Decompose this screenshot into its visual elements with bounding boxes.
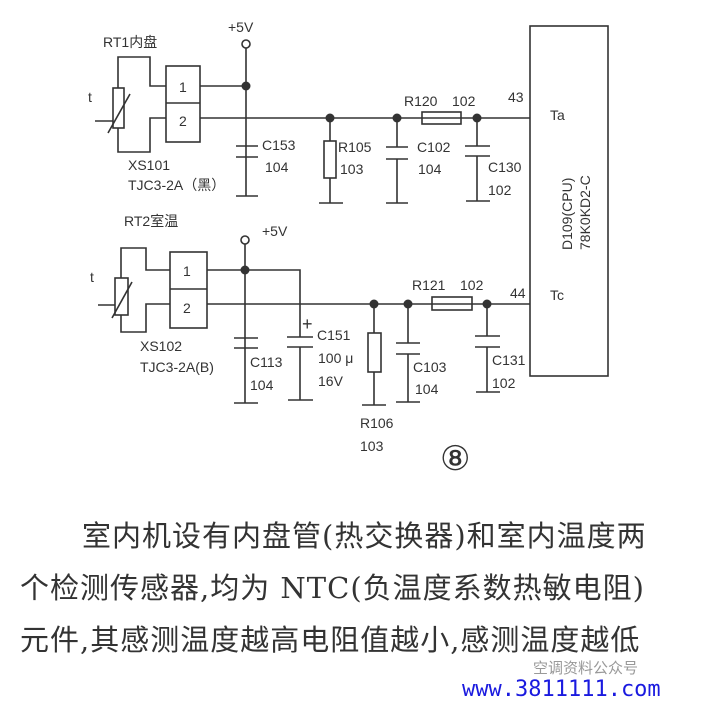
rt2-temp-symbol: t — [90, 269, 94, 285]
c151-voltage: 16V — [318, 373, 344, 389]
pin1: 1 — [183, 263, 191, 279]
rt1-temp-symbol: t — [88, 89, 92, 105]
pin-tc: Tc — [550, 287, 564, 303]
rt2-label: RT2室温 — [124, 213, 178, 229]
supply-label: +5V — [262, 223, 288, 239]
c102-value: 104 — [418, 161, 442, 177]
c103-name: C103 — [413, 359, 447, 375]
thermistor-rt1 — [112, 87, 125, 129]
connector-name: XS102 — [140, 338, 182, 354]
connector-name: XS101 — [128, 157, 170, 173]
pin1: 1 — [179, 79, 187, 95]
c153-value: 104 — [265, 159, 289, 175]
circuit-rt1: RT1内盘 t 1 2 XS101 TJC3-2A（黑） +5V C153 10… — [88, 19, 565, 204]
watermark-url: www.3811111.com — [462, 677, 661, 702]
r121-value: 102 — [460, 277, 484, 293]
r121-name: R121 — [412, 277, 446, 293]
pin2: 2 — [179, 113, 187, 129]
supply-label: +5V — [228, 19, 254, 35]
r105-value: 103 — [340, 161, 364, 177]
pin-ta: Ta — [550, 107, 565, 123]
connector-type: TJC3-2A（黑） — [128, 177, 225, 193]
c151-name: C151 — [317, 327, 351, 343]
c130-value: 102 — [488, 182, 512, 198]
c131-value: 102 — [492, 375, 516, 391]
c102-name: C102 — [417, 139, 451, 155]
connector-xs101 — [165, 65, 201, 143]
ic-name: D109(CPU) — [559, 178, 575, 250]
c131-name: C131 — [492, 352, 526, 368]
figure-number: ⑧ — [440, 439, 470, 479]
r105-name: R105 — [338, 139, 372, 155]
paragraph-line-3: 元件,其感测温度越高电阻值越小,感测温度越低 — [20, 623, 641, 657]
pin2: 2 — [183, 300, 191, 316]
c103-value: 104 — [415, 381, 439, 397]
connector-type: TJC3-2A(B) — [140, 359, 214, 375]
pin-44: 44 — [510, 285, 526, 301]
connector-xs102 — [169, 251, 208, 329]
r120-value: 102 — [452, 93, 476, 109]
c113-value: 104 — [250, 377, 274, 393]
pin-43: 43 — [508, 89, 524, 105]
paragraph-line-1: 室内机设有内盘管(热交换器)和室内温度两 — [82, 519, 647, 553]
ic-part: 78K0KD2-C — [577, 175, 593, 250]
watermark-account: 空调资料公众号 — [533, 659, 639, 677]
c151-value: 100 μ — [318, 350, 353, 366]
circuit-rt2: RT2室温 t 1 2 XS102 TJC3-2A(B) +5V C113 10… — [90, 213, 564, 454]
c130-name: C130 — [488, 159, 522, 175]
r106-name: R106 — [360, 415, 394, 431]
r120-name: R120 — [404, 93, 438, 109]
c153-name: C153 — [262, 137, 296, 153]
r106-value: 103 — [360, 438, 384, 454]
c151-polarity: + — [302, 314, 313, 334]
rt1-label: RT1内盘 — [103, 34, 157, 50]
c113-name: C113 — [250, 354, 283, 370]
paragraph-line-2: 个检测传感器,均为 NTC(负温度系数热敏电阻) — [20, 571, 645, 605]
thermistor-rt2 — [114, 277, 129, 316]
cpu-ic — [529, 25, 609, 377]
